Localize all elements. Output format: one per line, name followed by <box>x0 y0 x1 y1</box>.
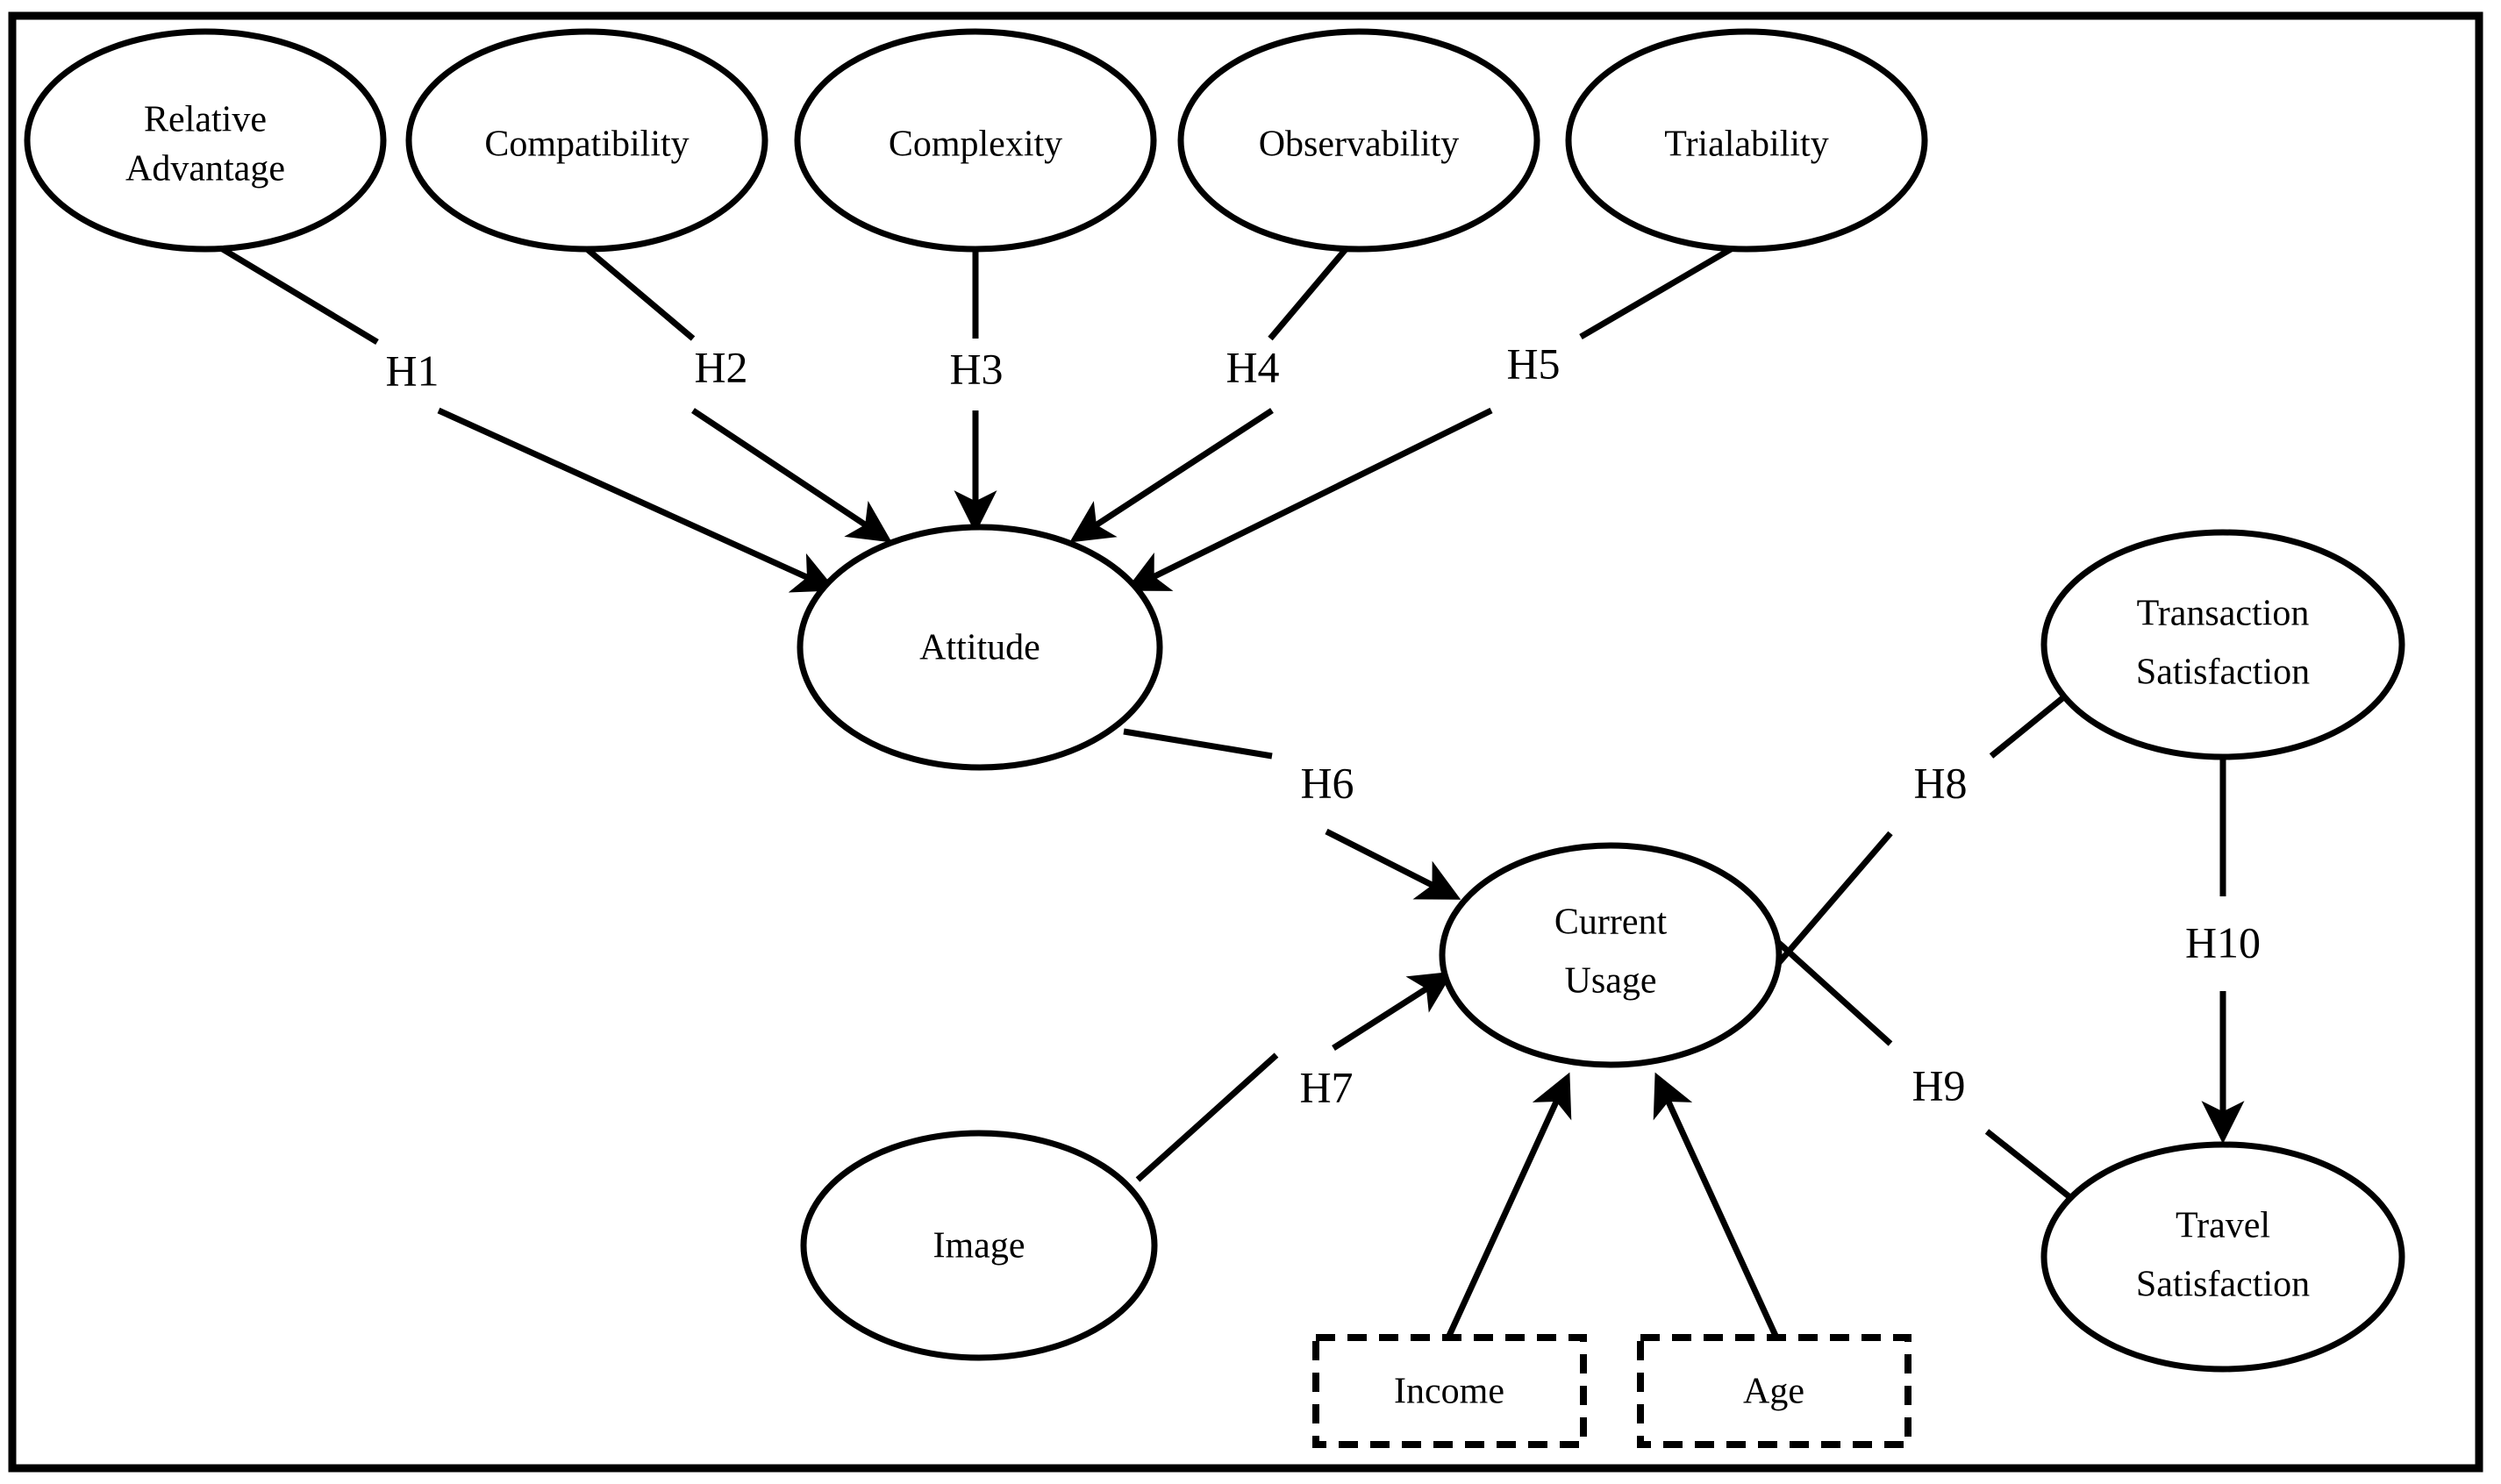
node-attitude[interactable]: Attitude <box>797 524 1163 771</box>
node-income[interactable]: Income <box>1312 1334 1587 1448</box>
edge-h8 <box>1752 660 2110 994</box>
node-age[interactable]: Age <box>1637 1334 1911 1448</box>
edge-h7 <box>1135 971 1454 1182</box>
trialability-label: Trialability <box>1664 125 1828 165</box>
node-trialability[interactable]: Trialability <box>1565 28 1928 253</box>
node-observability[interactable]: Observability <box>1177 28 1540 253</box>
node-compatibility[interactable]: Compatibility <box>405 28 768 253</box>
hypothesis-label-h5: H5 <box>1506 339 1560 388</box>
hypothesis-label-h9: H9 <box>1911 1060 1965 1109</box>
age-box[interactable] <box>1637 1334 1911 1448</box>
travel-satisfaction-label-line2: Satisfaction <box>2136 1265 2310 1305</box>
hypothesis-label-h2: H2 <box>694 342 747 391</box>
hypothesis-label-h8: H8 <box>1913 758 1967 807</box>
observability-ellipse[interactable] <box>1177 28 1540 253</box>
transaction-satisfaction-label-line2: Satisfaction <box>2136 653 2310 693</box>
complexity-label: Complexity <box>889 125 1062 165</box>
income-box[interactable] <box>1312 1334 1587 1448</box>
attitude-ellipse[interactable] <box>797 524 1163 771</box>
current-usage-label-line1: Current <box>1554 903 1668 943</box>
relative-advantage-label-line2: Advantage <box>125 149 285 189</box>
edge-income <box>1445 1072 1572 1339</box>
diagram-frame <box>8 11 2483 1473</box>
edge-h5 <box>1125 245 1734 591</box>
edge-age <box>1653 1072 1780 1339</box>
hypothesis-label-h10: H10 <box>2185 917 2261 967</box>
node-transaction-satisfaction[interactable]: Transaction Satisfaction <box>2040 529 2405 760</box>
edge-h4 <box>1069 246 1349 543</box>
compatibility-ellipse[interactable] <box>405 28 768 253</box>
attitude-label: Attitude <box>919 628 1040 668</box>
image-label: Image <box>933 1226 1025 1266</box>
hypothesis-label-h6: H6 <box>1300 758 1354 807</box>
hypothesis-label-h1: H1 <box>385 346 439 395</box>
edge-h6 <box>1123 728 1461 900</box>
compatibility-label: Compatibility <box>484 125 689 165</box>
current-usage-label-line2: Usage <box>1565 961 1657 1002</box>
edge-h1 <box>219 246 837 593</box>
observability-label: Observability <box>1259 125 1460 165</box>
hypothesis-label-h4: H4 <box>1225 342 1279 391</box>
edge-h2 <box>583 246 892 543</box>
income-label: Income <box>1394 1372 1504 1412</box>
node-image[interactable]: Image <box>800 1130 1158 1361</box>
relative-advantage-ellipse[interactable] <box>24 28 387 253</box>
age-label: Age <box>1743 1372 1804 1412</box>
hypothesis-label-h7: H7 <box>1299 1062 1353 1111</box>
node-relative-advantage[interactable]: Relative Advantage <box>24 28 387 253</box>
trialability-ellipse[interactable] <box>1565 28 1928 253</box>
relative-advantage-label-line1: Relative <box>144 100 267 140</box>
node-current-usage[interactable]: Current Usage <box>1439 842 1783 1068</box>
current-usage-ellipse[interactable] <box>1439 842 1783 1068</box>
travel-satisfaction-ellipse[interactable] <box>2040 1141 2405 1373</box>
transaction-satisfaction-ellipse[interactable] <box>2040 529 2405 760</box>
node-complexity[interactable]: Complexity <box>794 28 1157 253</box>
transaction-satisfaction-label-line1: Transaction <box>2137 594 2310 634</box>
travel-satisfaction-label-line1: Travel <box>2176 1206 2270 1246</box>
node-travel-satisfaction[interactable]: Travel Satisfaction <box>2040 1141 2405 1373</box>
complexity-ellipse[interactable] <box>794 28 1157 253</box>
hypothesis-label-h3: H3 <box>949 344 1003 393</box>
image-ellipse[interactable] <box>800 1130 1158 1361</box>
